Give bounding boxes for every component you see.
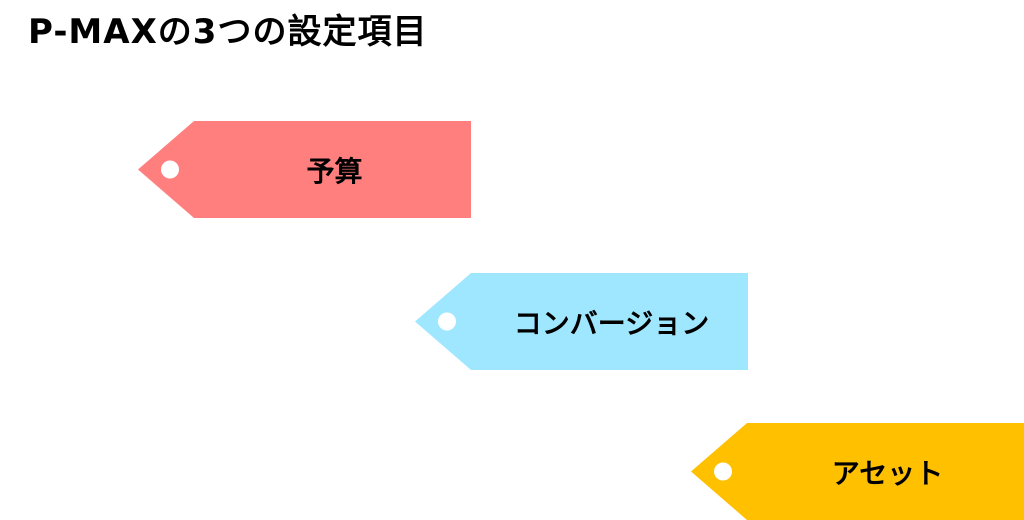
tag-shape xyxy=(415,273,748,370)
tag-shape xyxy=(138,121,471,218)
tag-budget: 予算 xyxy=(138,121,471,218)
tag-hole-icon xyxy=(161,160,179,179)
tag-label-budget: 予算 xyxy=(306,154,363,188)
tag-conversion: コンバージョン xyxy=(415,273,748,370)
tag-asset: アセット xyxy=(691,423,1024,520)
tag-label-conversion: コンバージョン xyxy=(513,306,710,340)
tag-shape xyxy=(691,423,1024,520)
tag-label-asset: アセット xyxy=(831,456,944,490)
tag-hole-icon xyxy=(714,462,732,481)
page-title: P-MAXの3つの設定項目 xyxy=(28,12,428,52)
tag-hole-icon xyxy=(438,312,456,331)
